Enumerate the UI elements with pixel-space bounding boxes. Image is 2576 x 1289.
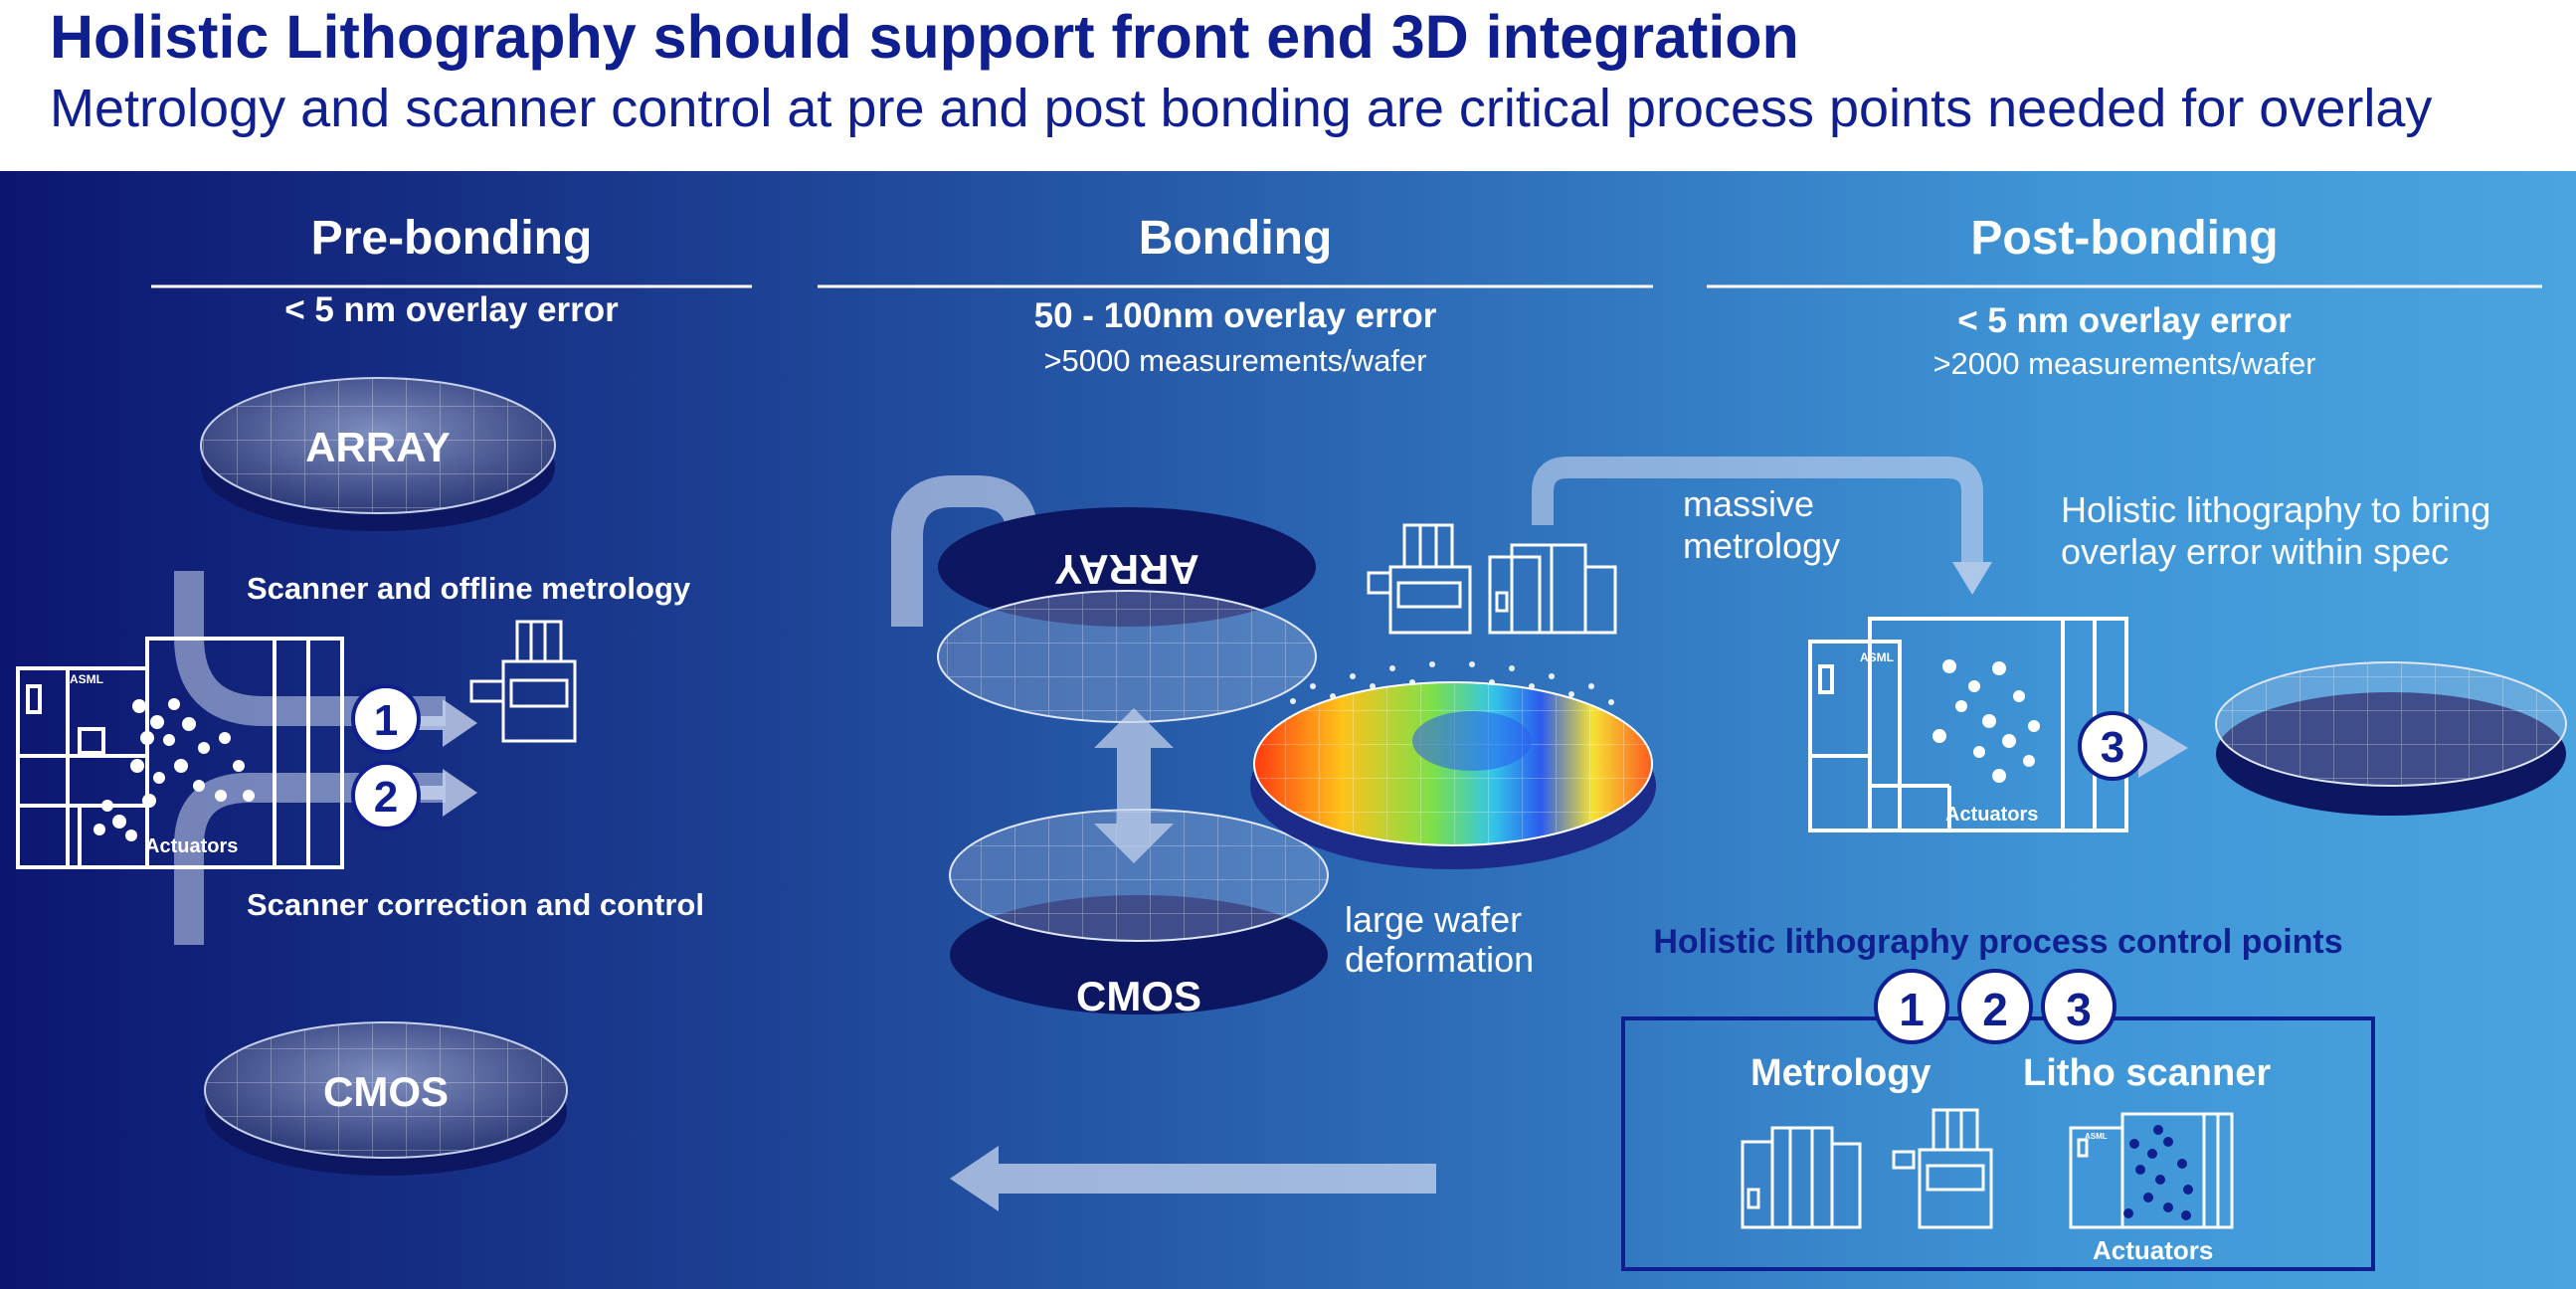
holistic-line2: overlay error within spec bbox=[2061, 531, 2450, 572]
pre-cmos-wafer bbox=[204, 1021, 568, 1176]
deformation-line2: deformation bbox=[1345, 939, 1535, 980]
pre-array-label: ARRAY bbox=[305, 424, 451, 470]
metrology-feed-arrow bbox=[1532, 457, 1983, 562]
legend-metrology-label: Metrology bbox=[1750, 1052, 1932, 1094]
deformation-line1: large wafer bbox=[1345, 899, 1523, 940]
post-bonding-measurements: >2000 measurements/wafer bbox=[1932, 346, 2316, 381]
step-3-badge bbox=[2078, 711, 2147, 781]
slide-header: Holistic Lithography should support fron… bbox=[0, 0, 2576, 171]
legend-badge-1-number: 1 bbox=[1899, 984, 1925, 1035]
arrow-step3 bbox=[2133, 718, 2188, 778]
bonding-measurements: >5000 measurements/wafer bbox=[1043, 343, 1427, 378]
scanner-metrology-label: Scanner and offline metrology bbox=[247, 571, 691, 606]
holistic-line1: Holistic lithography to bring bbox=[2061, 489, 2491, 530]
pre-bonding-heading: Pre-bonding bbox=[310, 212, 593, 265]
massive-metrology-line1: massive bbox=[1683, 483, 1815, 524]
bonding-array-wafer-flipped bbox=[937, 507, 1317, 723]
post-bonding-overlay: < 5 nm overlay error bbox=[1957, 301, 2292, 340]
offline-metrology-tool bbox=[469, 620, 577, 743]
legend-actuator-dots bbox=[2123, 1125, 2193, 1220]
legend-actuators-label: Actuators bbox=[2093, 1235, 2214, 1265]
bonding-heading: Bonding bbox=[1138, 212, 1333, 265]
post-actuators-label: Actuators bbox=[1945, 804, 2039, 826]
legend-badge-3-number: 3 bbox=[2066, 984, 2092, 1035]
step-3-number: 3 bbox=[2100, 723, 2125, 772]
wafer-deformation-heatmap bbox=[1250, 661, 1656, 869]
bonding-double-arrow bbox=[1094, 708, 1174, 863]
pre-cmos-label: CMOS bbox=[323, 1068, 449, 1115]
post-actuator-dots bbox=[1932, 659, 2040, 783]
pre-array-wafer bbox=[200, 377, 556, 531]
slide-subtitle: Metrology and scanner control at pre and… bbox=[50, 79, 2433, 138]
flow-band-lower bbox=[174, 773, 446, 945]
legend-scanner-brand: ASML bbox=[2085, 1132, 2108, 1141]
return-arrow bbox=[950, 1146, 1436, 1211]
step-1-number: 1 bbox=[373, 696, 399, 745]
post-bonding-heading: Post-bonding bbox=[1970, 212, 2279, 265]
legend-metrology-icon bbox=[1741, 1108, 1993, 1229]
step-1-badge bbox=[351, 684, 421, 754]
bonding-cmos-wafer bbox=[949, 809, 1329, 1014]
scanner-correction-label: Scanner correction and control bbox=[247, 887, 704, 922]
legend-scanner-icon bbox=[2069, 1112, 2234, 1229]
legend-badge-2 bbox=[1957, 969, 2033, 1044]
pre-scanner-machine bbox=[16, 637, 344, 869]
post-scanner-machine bbox=[1808, 617, 2128, 832]
pre-bonding-overlay: < 5 nm overlay error bbox=[284, 290, 619, 329]
metrology-feed-arrowhead bbox=[1952, 562, 1992, 595]
legend-litho-scanner-label: Litho scanner bbox=[2023, 1052, 2272, 1094]
step-2-badge bbox=[351, 761, 421, 830]
legend-badge-1 bbox=[1874, 969, 1949, 1044]
pre-actuator-dots bbox=[93, 698, 255, 841]
pre-scanner-brand: ASML bbox=[70, 672, 103, 686]
flip-arrow-band bbox=[891, 475, 1038, 627]
massive-metrology-line2: metrology bbox=[1683, 525, 1841, 566]
legend-badge-3 bbox=[2041, 969, 2116, 1044]
bonding-metrology-tools bbox=[1367, 523, 1617, 635]
flow-band-upper bbox=[174, 571, 446, 726]
bonding-cmos-label: CMOS bbox=[1076, 973, 1201, 1019]
legend-badge-2-number: 2 bbox=[1982, 984, 2008, 1035]
slide-title: Holistic Lithography should support fron… bbox=[50, 3, 1799, 71]
post-scanner-brand: ASML bbox=[1860, 650, 1894, 664]
pre-actuators-label: Actuators bbox=[145, 835, 239, 857]
post-bonded-wafer bbox=[2215, 661, 2567, 816]
bonding-array-label-flipped: ARRAY bbox=[1054, 546, 1199, 593]
bonding-overlay: 50 - 100nm overlay error bbox=[1033, 296, 1437, 335]
legend-title: Holistic lithography process control poi… bbox=[1653, 923, 2343, 961]
step-2-number: 2 bbox=[373, 773, 399, 822]
